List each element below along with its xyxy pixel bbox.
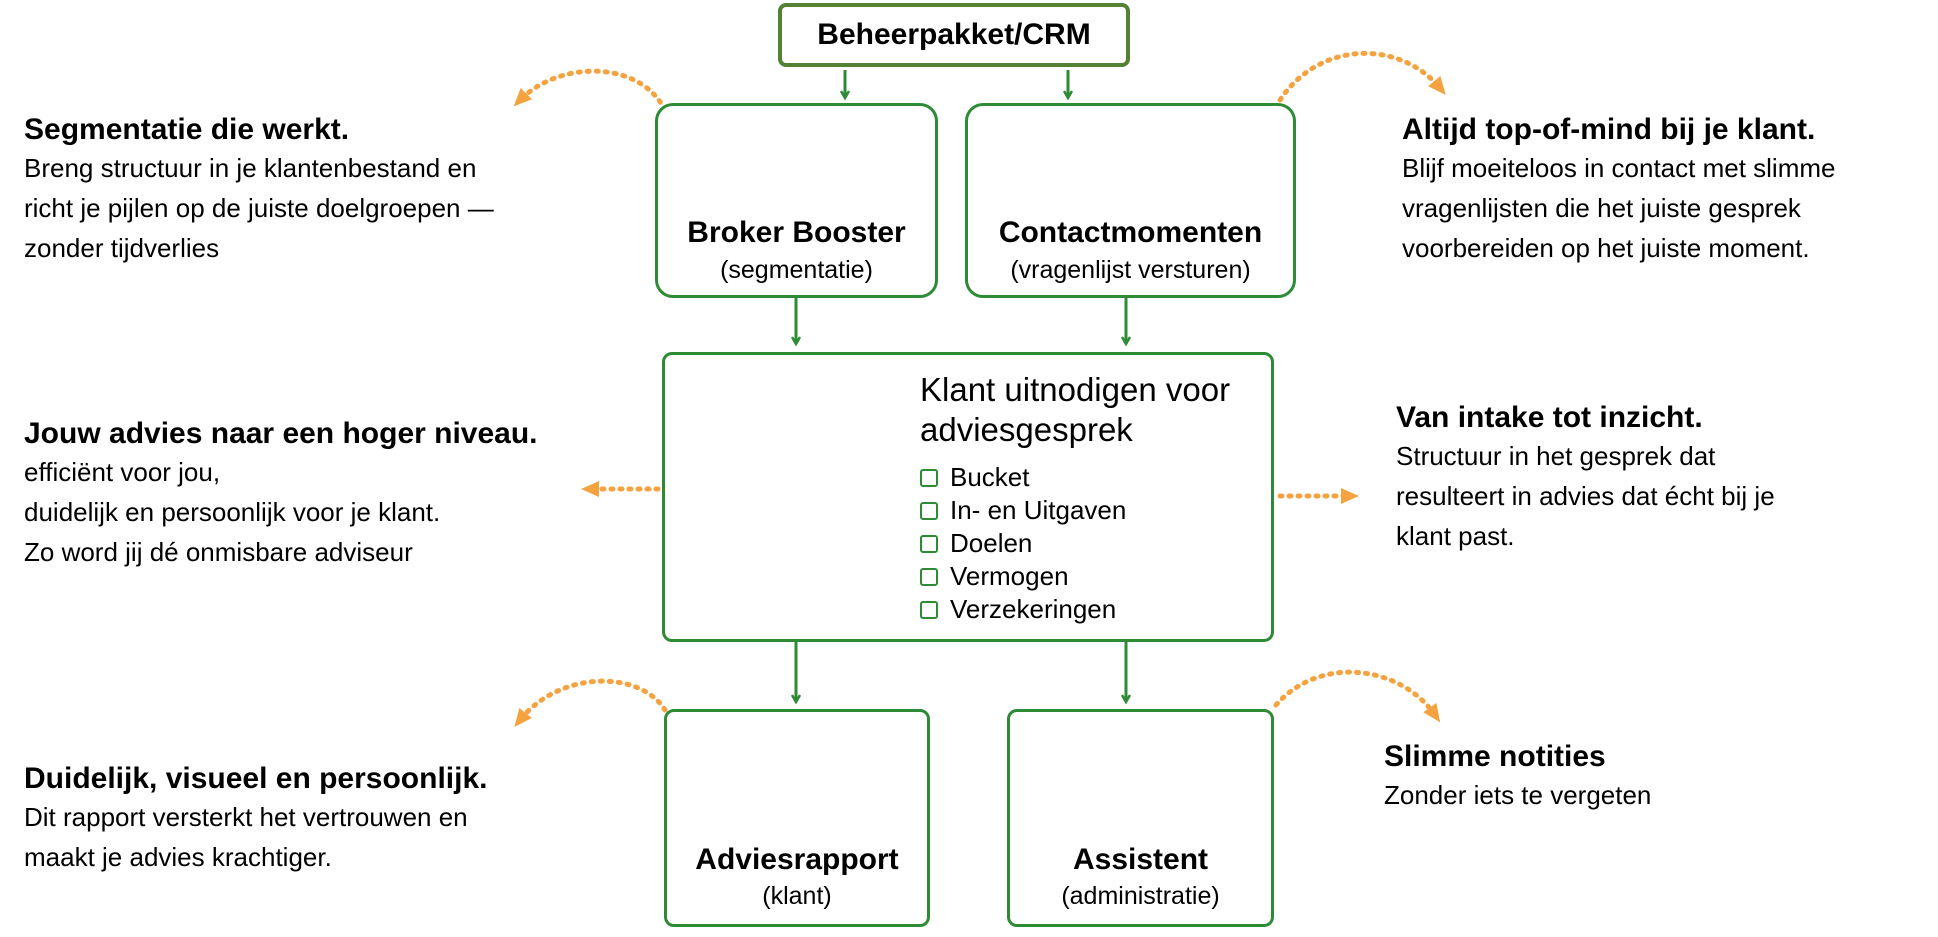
- segmentatie-line: richt je pijlen op de juiste doelgroepen…: [24, 193, 494, 223]
- segmentatie-heading: Segmentatie die werkt.: [24, 113, 350, 146]
- segmentatie-line: Breng structuur in je klantenbestand en: [24, 153, 477, 183]
- checklist-item: Bucket: [920, 461, 1126, 494]
- checklist-item-label: In- en Uitgaven: [950, 495, 1127, 525]
- checklist-item-label: Vermogen: [950, 561, 1069, 591]
- adviesgesprek-checklist: Bucket In- en Uitgaven Doelen Vermogen V…: [920, 461, 1126, 626]
- intake-line: Structuur in het gesprek dat: [1396, 441, 1716, 471]
- adviesgesprek-title-line2: adviesgesprek: [920, 411, 1133, 448]
- broker-booster-box: Broker Booster (segmentatie): [655, 103, 938, 298]
- adviesgesprek-title-line1: Klant uitnodigen voor: [920, 371, 1231, 408]
- adviesgesprek-box: Klant uitnodigen voor adviesgesprek Buck…: [662, 352, 1274, 642]
- checklist-item-label: Verzekeringen: [950, 594, 1117, 624]
- notities-line: Zonder iets te vergeten: [1384, 780, 1652, 810]
- crm-label: Beheerpakket/CRM: [817, 18, 1091, 51]
- topofmind-heading: Altijd top-of-mind bij je klant.: [1402, 113, 1816, 146]
- segmentatie-line: zonder tijdverlies: [24, 233, 220, 263]
- topofmind-text: Altijd top-of-mind bij je klant. Blijf m…: [1402, 112, 1835, 268]
- checkbox-icon: [920, 600, 938, 619]
- checkbox-icon: [920, 567, 938, 586]
- contactmomenten-title: Contactmomenten: [998, 216, 1263, 249]
- intake-line: klant past.: [1396, 521, 1515, 551]
- checkbox-icon: [920, 468, 938, 487]
- contactmomenten-subtitle: (vragenlijst versturen): [1010, 256, 1251, 284]
- orange-arrow-topofmind: [1277, 50, 1446, 103]
- duidelijk-heading: Duidelijk, visueel en persoonlijk.: [24, 762, 488, 795]
- checkbox-icon: [920, 501, 938, 520]
- contactmomenten-box: Contactmomenten (vragenlijst versturen): [965, 103, 1296, 298]
- duidelijk-line: maakt je advies krachtiger.: [24, 842, 332, 872]
- intake-line: resulteert in advies dat écht bij je: [1396, 481, 1775, 511]
- topofmind-line: Blijf moeiteloos in contact met slimme: [1402, 153, 1836, 183]
- advies-line: efficiënt voor jou,: [24, 457, 221, 487]
- broker-booster-title: Broker Booster: [687, 216, 906, 249]
- checkbox-icon: [920, 534, 938, 553]
- checklist-item: Verzekeringen: [920, 593, 1126, 626]
- duidelijk-line: Dit rapport versterkt het vertrouwen en: [24, 802, 468, 832]
- intake-heading: Van intake tot inzicht.: [1396, 401, 1703, 434]
- broker-booster-subtitle: (segmentatie): [720, 256, 873, 284]
- intake-text: Van intake tot inzicht. Structuur in het…: [1396, 400, 1775, 556]
- adviesrapport-title: Adviesrapport: [695, 843, 899, 876]
- adviesrapport-box: Adviesrapport (klant): [664, 709, 930, 927]
- advies-line: Zo word jij dé onmisbare adviseur: [24, 537, 413, 567]
- advies-text: Jouw advies naar een hoger niveau. effic…: [24, 416, 538, 572]
- checklist-item: Vermogen: [920, 560, 1126, 593]
- assistent-subtitle: (administratie): [1061, 882, 1220, 910]
- segmentatie-text: Segmentatie die werkt. Breng structuur i…: [24, 112, 494, 268]
- checklist-item-label: Bucket: [950, 462, 1030, 492]
- checklist-item: In- en Uitgaven: [920, 494, 1126, 527]
- assistent-box: Assistent (administratie): [1007, 709, 1274, 927]
- assistent-title: Assistent: [1072, 843, 1209, 876]
- crm-box: Beheerpakket/CRM: [778, 3, 1130, 67]
- notities-heading: Slimme notities: [1384, 740, 1606, 773]
- orange-arrow-duidelijk: [514, 678, 668, 728]
- advies-heading: Jouw advies naar een hoger niveau.: [24, 417, 538, 450]
- checklist-item-label: Doelen: [950, 528, 1033, 558]
- notities-text: Slimme notities Zonder iets te vergeten: [1384, 739, 1651, 815]
- checklist-item: Doelen: [920, 527, 1126, 560]
- advies-line: duidelijk en persoonlijk voor je klant.: [24, 497, 441, 527]
- orange-arrow-segmentatie: [513, 68, 668, 113]
- topofmind-line: voorbereiden op het juiste moment.: [1402, 233, 1810, 263]
- duidelijk-text: Duidelijk, visueel en persoonlijk. Dit r…: [24, 761, 487, 877]
- adviesrapport-subtitle: (klant): [762, 882, 832, 910]
- topofmind-line: vragenlijsten die het juiste gesprek: [1402, 193, 1801, 223]
- orange-arrow-notities: [1273, 669, 1441, 723]
